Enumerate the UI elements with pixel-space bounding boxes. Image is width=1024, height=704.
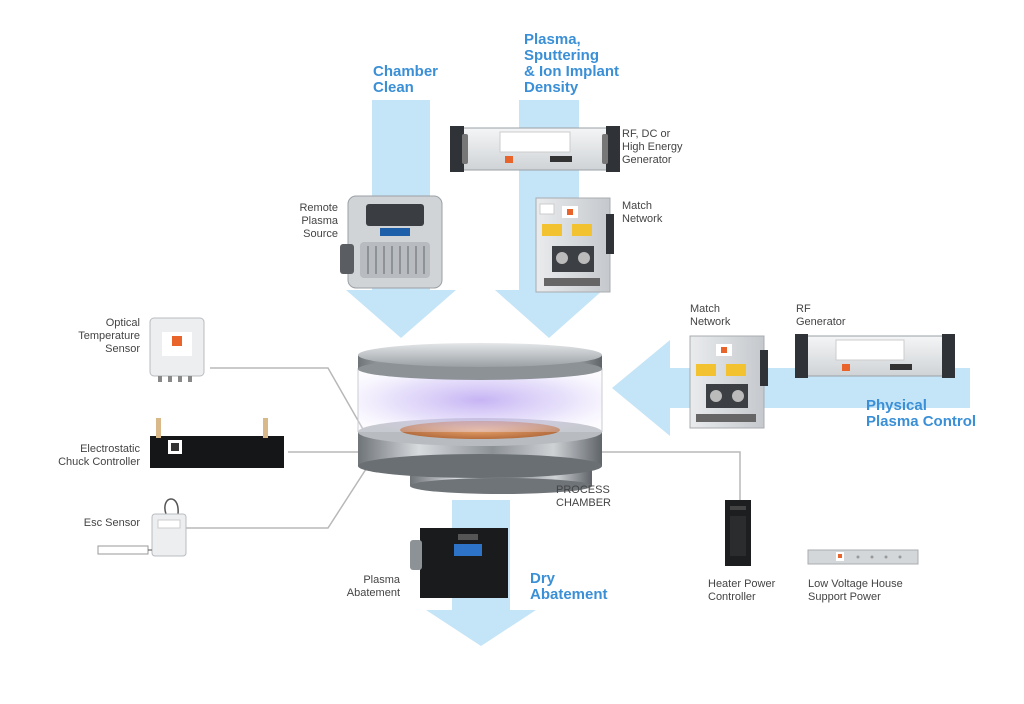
match-top-label: Match Network xyxy=(622,200,663,225)
match-network-icon xyxy=(535,197,614,293)
plasma-abatement-label: Plasma Abatement xyxy=(346,574,400,599)
heater-controller-label: Heater Power Controller xyxy=(708,578,776,603)
esc-sensor-icon xyxy=(97,498,187,557)
optical-sensor-label: Optical Temperature Sensor xyxy=(78,317,140,355)
esc-controller-label: Electrostatic Chuck Controller xyxy=(58,443,140,468)
generator-rack-icon xyxy=(450,126,620,172)
connector-lines xyxy=(184,367,741,529)
esc-sensor-label: Esc Sensor xyxy=(83,517,140,529)
dry-abatement-label: Dry Abatement xyxy=(530,570,608,603)
plasma-density-label: Plasma, Sputtering & Ion Implant Density xyxy=(524,31,619,96)
optical-sensor-icon xyxy=(149,317,205,382)
abatement-unit-icon xyxy=(410,528,508,598)
chamber-clean-label: Chamber Clean xyxy=(373,63,439,96)
match-network-right-icon xyxy=(689,335,768,429)
remote-plasma-source-icon xyxy=(340,195,443,289)
esc-controller-icon xyxy=(150,418,284,468)
match-right-label: Match Network xyxy=(690,303,731,328)
power-supply-icon xyxy=(807,549,919,565)
heater-controller-icon xyxy=(725,500,751,566)
lv-power-label: Low Voltage House Support Power xyxy=(808,578,903,603)
rf-generator-label: RF Generator xyxy=(796,303,846,328)
process-chamber-label: PROCESS CHAMBER xyxy=(556,484,612,509)
generator-top-label: RF, DC or High Energy Generator xyxy=(622,128,683,166)
physical-control-label: Physical Plasma Control xyxy=(866,397,977,430)
remote-plasma-label: Remote Plasma Source xyxy=(299,202,338,240)
rf-generator-rack-icon xyxy=(795,334,955,378)
process-chamber-icon xyxy=(357,343,603,494)
